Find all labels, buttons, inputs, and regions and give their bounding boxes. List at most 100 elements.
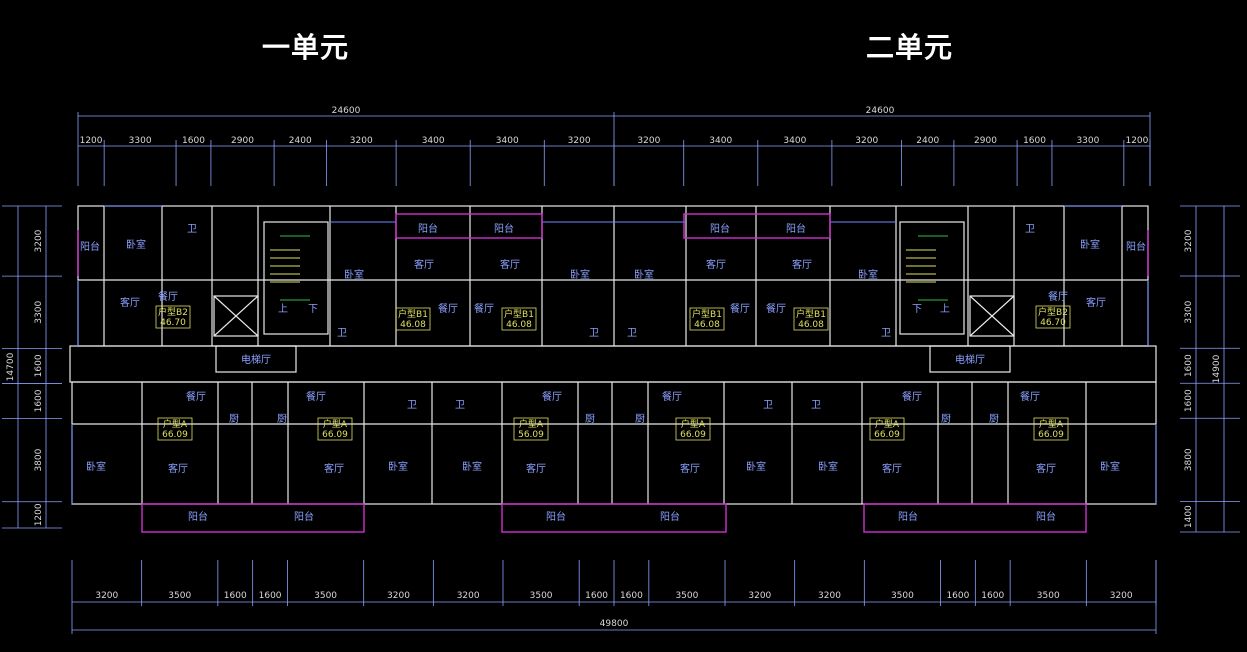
balcony-label: 阳台 [1126, 240, 1146, 253]
dimension-value: 2400 [916, 136, 939, 146]
unit-type-tags: 户型B2 46.70 户型B2 46.70 户型B1 46.08 户型B1 46… [155, 305, 1071, 441]
unit-type-label: 户型A [681, 418, 706, 430]
dimension-value: 3300 [1184, 300, 1194, 323]
dimension-value: 1600 [981, 591, 1004, 601]
toilet-label: 卫 [407, 400, 417, 411]
dimension-value: 2900 [974, 136, 997, 146]
living-label: 客厅 [120, 296, 140, 309]
unit-area: 46.70 [160, 318, 186, 328]
elevator-hall-label: 电梯厅 [241, 353, 271, 366]
dimension-value: 3300 [129, 136, 152, 146]
dining-label: 餐厅 [1048, 290, 1068, 303]
dimension-value: 3200 [34, 229, 44, 252]
dining-label: 餐厅 [902, 390, 922, 403]
dimension-value: 1600 [34, 354, 44, 377]
bedroom-label: 卧室 [858, 268, 878, 281]
unit-area: 66.09 [874, 430, 900, 440]
unit-area: 46.70 [1040, 318, 1066, 328]
elevator-1 [213, 295, 259, 337]
unit-1-title: 一单元 [262, 31, 350, 64]
dining-label: 餐厅 [766, 302, 786, 315]
unit-2-title: 二单元 [866, 31, 954, 64]
kitchen-label: 厨 [941, 413, 951, 425]
unit-type-label: 户型A [1039, 418, 1064, 430]
unit-type-label: 户型B1 [504, 308, 534, 320]
top-total-left: 24600 [332, 106, 361, 116]
dimension-value: 1600 [1184, 354, 1194, 377]
dimension-value: 3300 [1076, 136, 1099, 146]
toilet-label: 卫 [627, 328, 637, 339]
balcony-label: 阳台 [1036, 510, 1056, 523]
dimension-value: 1600 [1184, 389, 1194, 412]
dimension-value: 1600 [620, 591, 643, 601]
unit-area: 66.09 [162, 430, 188, 440]
dimension-value: 3200 [95, 591, 118, 601]
balcony-label: 阳台 [294, 510, 314, 523]
living-label: 客厅 [324, 462, 344, 475]
dimension-value: 3200 [855, 136, 878, 146]
elevator-2 [969, 295, 1015, 337]
unit-type-label: 户型B1 [398, 308, 428, 320]
dimension-value: 3500 [891, 591, 914, 601]
kitchen-label: 厨 [989, 413, 999, 425]
living-label: 客厅 [500, 258, 520, 271]
dimension-value: 1200 [1125, 136, 1148, 146]
dimension-value: 3400 [496, 136, 519, 146]
bedroom-label: 卧室 [570, 268, 590, 281]
unit-area: 46.08 [694, 320, 720, 330]
dining-label: 餐厅 [186, 390, 206, 403]
dimension-value: 3500 [168, 591, 191, 601]
toilet-label: 卫 [187, 224, 197, 235]
elevator-hall-label: 电梯厅 [955, 353, 985, 366]
top-total-right: 24600 [866, 106, 895, 116]
unit-area: 66.09 [1038, 430, 1064, 440]
living-label: 客厅 [168, 462, 188, 475]
building-walls [69, 205, 1157, 505]
dimension-value: 3400 [422, 136, 445, 146]
dining-label: 餐厅 [474, 302, 494, 315]
balcony-label: 阳台 [188, 510, 208, 523]
toilet-label: 卫 [589, 328, 599, 339]
bedroom-label: 卧室 [462, 460, 482, 473]
bedroom-label: 卧室 [344, 268, 364, 281]
dining-label: 餐厅 [662, 390, 682, 403]
dimension-value: 1200 [34, 503, 44, 526]
kitchen-label: 厨 [635, 413, 645, 425]
balcony-label: 阳台 [710, 222, 730, 235]
toilet-label: 卫 [763, 400, 773, 411]
dimension-value: 3200 [350, 136, 373, 146]
dimension-value: 1400 [1184, 505, 1194, 528]
balconies [77, 213, 1149, 533]
bedroom-label: 卧室 [746, 460, 766, 473]
top-dimensions: 24600 24600 1200 3300 1600 2900 2400 3200 3400… [77, 106, 1151, 186]
balcony-label: 阳台 [660, 510, 680, 523]
toilet-label: 卫 [1025, 224, 1035, 235]
dimension-value: 3500 [530, 591, 553, 601]
living-label: 客厅 [1086, 296, 1106, 309]
balcony-label: 阳台 [786, 222, 806, 235]
dimension-value: 1600 [182, 136, 205, 146]
toilet-label: 卫 [811, 400, 821, 411]
dining-label: 餐厅 [1020, 390, 1040, 403]
unit-type-label: 户型B1 [692, 308, 722, 320]
bedroom-label: 卧室 [818, 460, 838, 473]
unit-type-label: 户型A [875, 418, 900, 430]
living-label: 客厅 [882, 462, 902, 475]
bedroom-label: 卧室 [634, 268, 654, 281]
balcony-label: 阳台 [418, 222, 438, 235]
bedroom-label: 卧室 [126, 238, 146, 251]
bedroom-label: 卧室 [86, 460, 106, 473]
dimension-value: 1600 [224, 591, 247, 601]
kitchen-label: 厨 [585, 413, 595, 425]
balcony-label: 阳台 [80, 240, 100, 253]
living-label: 客厅 [706, 258, 726, 271]
unit-area: 66.09 [322, 430, 348, 440]
bottom-total: 49800 [600, 619, 629, 629]
bedroom-label: 卧室 [388, 460, 408, 473]
stair-up-label: 上 [278, 303, 288, 315]
stair-up-label: 上 [940, 303, 950, 315]
living-label: 客厅 [414, 258, 434, 271]
bedroom-label: 卧室 [1100, 460, 1120, 473]
